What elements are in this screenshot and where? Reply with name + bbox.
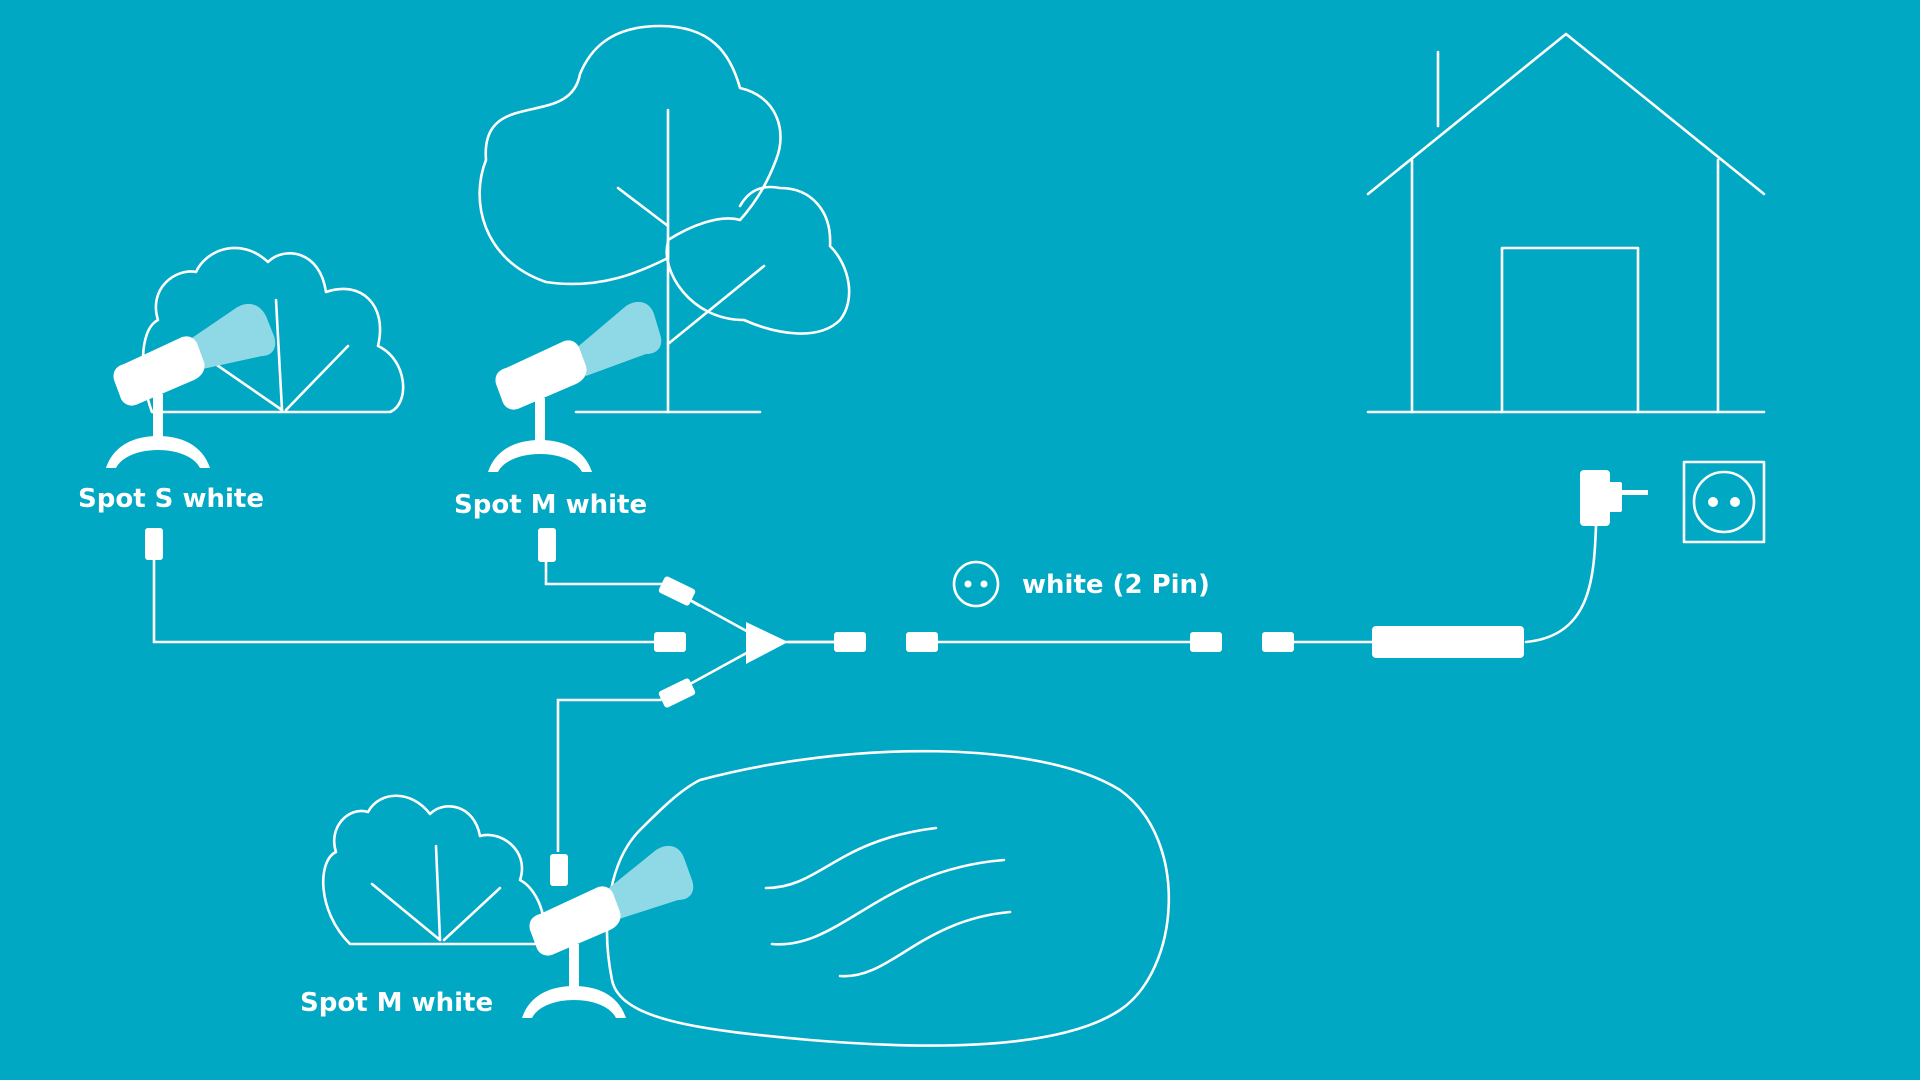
house-icon [1366, 32, 1766, 414]
wall-socket-icon [1682, 460, 1766, 544]
connector-type-icon [952, 560, 1000, 608]
spotlight-icon [106, 303, 276, 468]
spotlight-icon [488, 301, 662, 472]
tree-icon [478, 24, 851, 414]
splitter-icon [746, 622, 834, 664]
cable-network [152, 560, 1372, 852]
connector-plug-icon [145, 528, 1524, 886]
cable-type-label: white (2 Pin) [1022, 570, 1210, 600]
bush-icon [141, 246, 405, 414]
spotlight-icon [522, 845, 694, 1018]
pond-icon [605, 749, 1171, 1047]
spot-m-white-label-top: Spot M white [454, 490, 648, 520]
bush-icon [321, 794, 546, 946]
spot-s-white-label: Spot S white [78, 484, 264, 514]
power-adapter-icon [1524, 470, 1648, 644]
spot-m-white-label-bottom: Spot M white [300, 988, 494, 1018]
